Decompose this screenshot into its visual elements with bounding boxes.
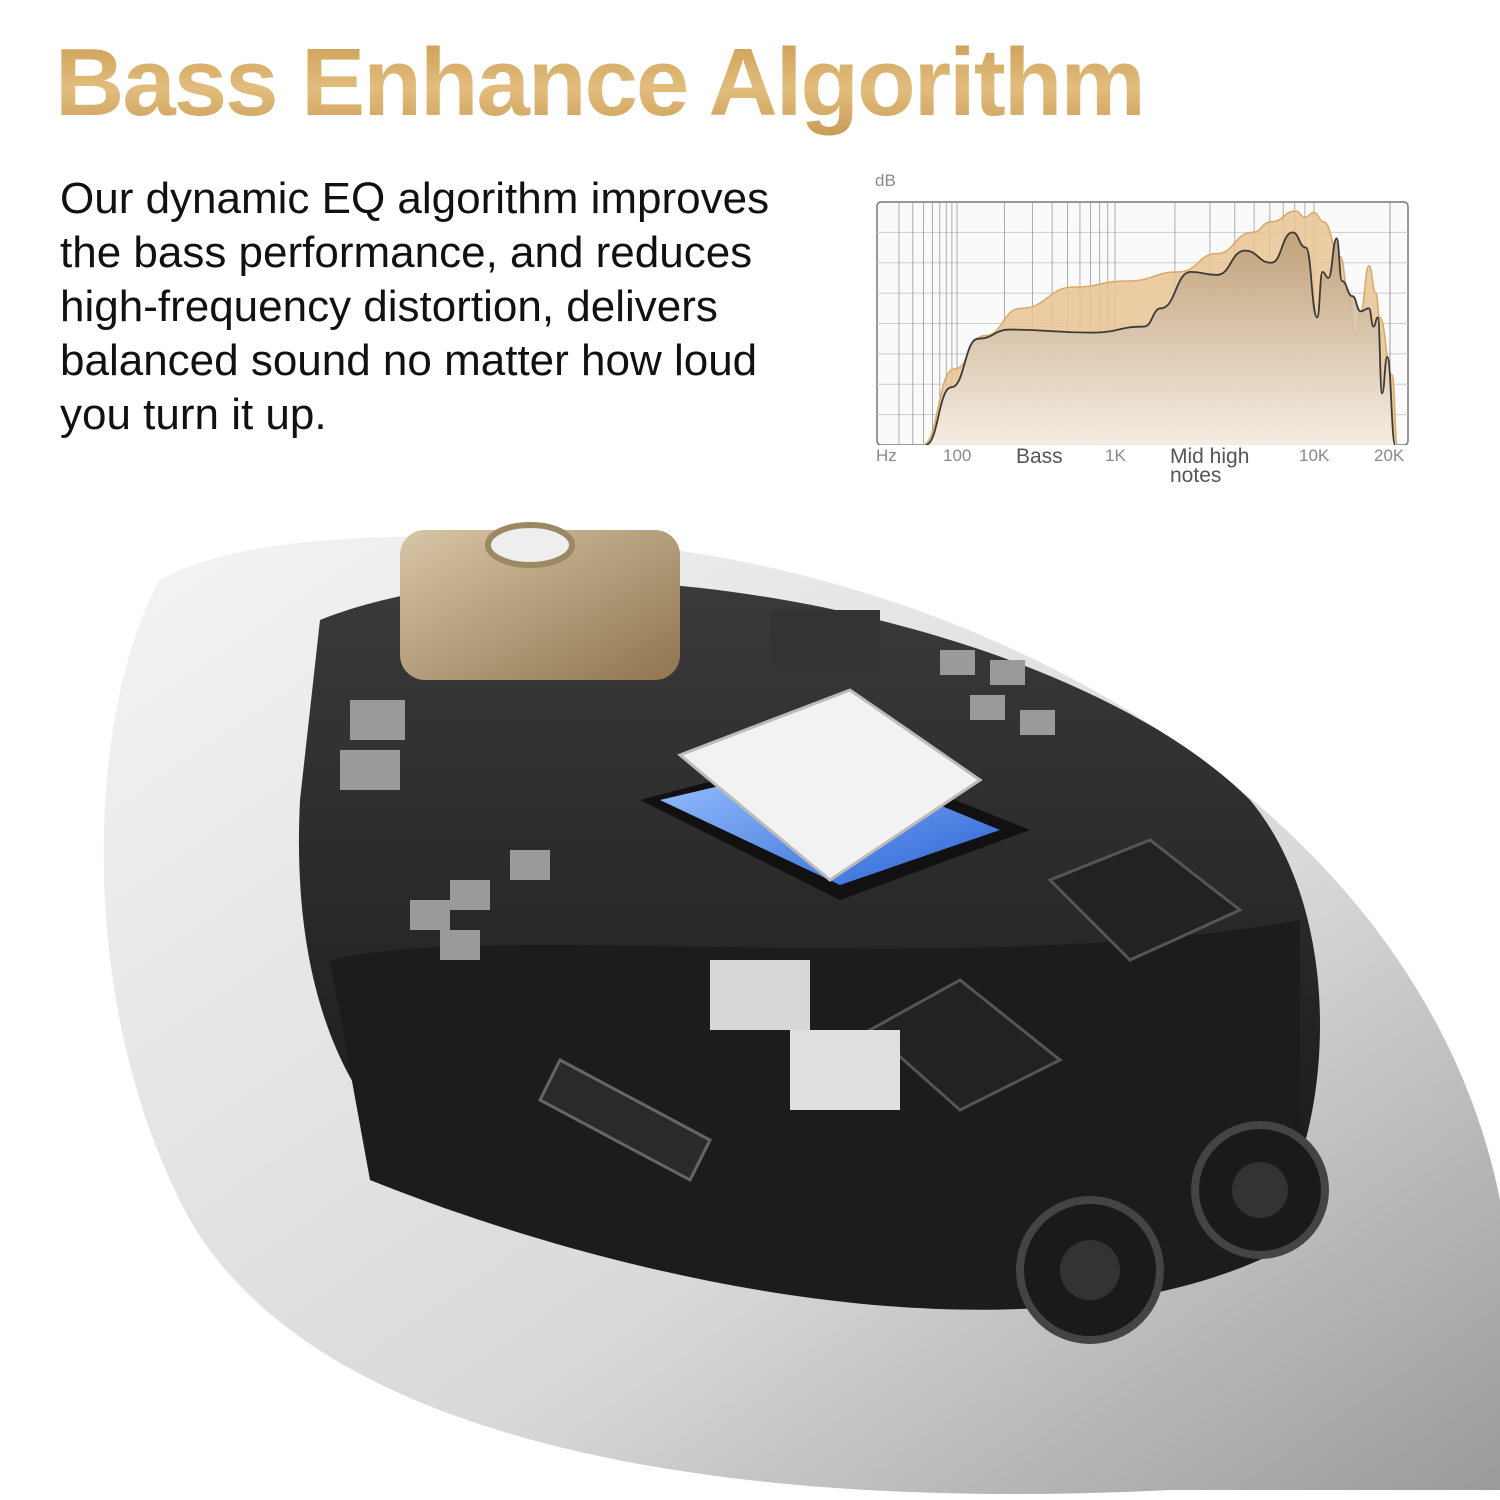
chip-secondary-2 (867, 978, 1063, 1112)
description-text: Our dynamic EQ algorithm improves the ba… (60, 174, 770, 439)
earbud-cutaway-illustration (103, 522, 1500, 1494)
speaker-driver-block (400, 530, 680, 680)
frequency-response-chart: dB Hz 100 Bass 1K Mid high notes 10K 20K (860, 165, 1420, 495)
x-label-mid-high-notes: Mid high notes (1170, 445, 1250, 487)
driver-port (485, 522, 575, 568)
chip-secondary-1 (1047, 838, 1243, 962)
x-tick-10k: 10K (1299, 446, 1330, 465)
control-buttons (1016, 1121, 1329, 1344)
x-tick-1k: 1K (1105, 446, 1126, 465)
smd-components (340, 610, 1055, 1110)
main-processor-chip (640, 688, 1030, 900)
y-axis-label: dB (875, 171, 896, 190)
series-area-original (925, 232, 1396, 445)
x-tick-20k: 20K (1374, 446, 1405, 465)
chart-plot (876, 201, 1409, 445)
x-tick-hz: Hz (876, 446, 897, 465)
page-title: Bass Enhance Algorithm (55, 29, 1146, 136)
chip-secondary-3 (538, 1057, 712, 1183)
series-line-enhanced (922, 210, 1399, 445)
x-tick-100: 100 (943, 446, 972, 465)
x-label-bass: Bass (1016, 445, 1063, 468)
series-line-original (925, 231, 1397, 445)
